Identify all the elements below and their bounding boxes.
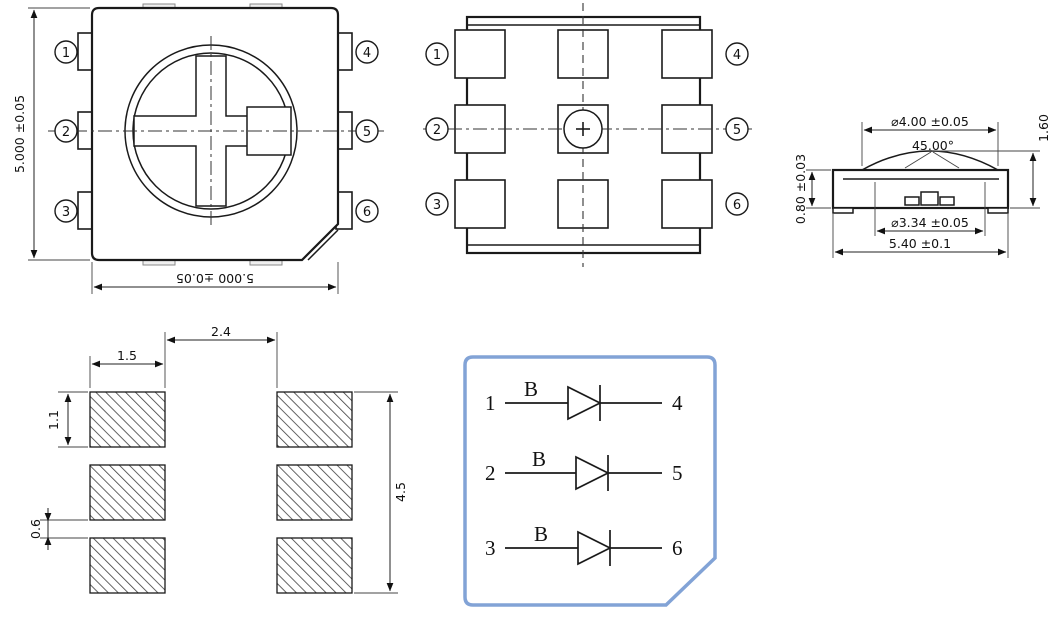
circuit-row-1: 1 B 4 [485,377,683,421]
bottom-pad [454,179,506,229]
dim-label-overall-height: 4.5 [393,482,408,502]
pin-marker-2: 2 [54,119,78,143]
dim-label-width: 5.000 ±0.05 [176,271,254,286]
pin-marker-1: 1 [425,42,449,66]
cathode-pin-label: 4 [672,391,683,415]
pin-marker-4: 4 [355,40,379,64]
cathode-pin-label: 5 [672,461,683,485]
pin-marker-3: 3 [54,199,78,223]
dimension-inner-diameter: ⌀3.34 ±0.05 [874,182,986,236]
lead-foot [832,207,854,214]
cathode-pin-label: 6 [672,536,683,560]
bottom-pad [661,29,713,79]
pin-number: 4 [363,46,371,61]
pin-marker-6: 6 [725,192,749,216]
dimension-lens-diameter: ⌀4.00 ±0.05 [861,114,999,166]
dim-label-lens-diameter: ⌀4.00 ±0.05 [891,114,969,129]
solder-pad [276,464,353,521]
dimension-center-gap: 2.4 [164,324,278,388]
bottom-pad [661,179,713,229]
solder-pad [276,391,353,448]
circuit-diagram-figure: 1 B 4 2 B 5 3 B 6 [463,355,717,607]
pin-marker-2: 2 [425,117,449,141]
dimension-package-width: 5.000 ±0.05 [91,262,339,294]
dimension-body-thickness: 0.80 ±0.03 [793,154,831,224]
dimension-pad-height: 1.1 [46,391,88,448]
solder-pad [276,537,353,594]
dimension-overall-height: 4.5 [354,391,408,594]
diode-symbol [577,530,612,566]
pin-marker-6: 6 [355,199,379,223]
pin-marker-4: 4 [725,42,749,66]
anode-pin-label: 3 [485,536,496,560]
pin-number: 5 [363,125,371,140]
pin-number: 3 [62,205,70,220]
dim-label-angle: 45.00° [912,138,954,153]
circuit-row-3: 3 B 6 [485,522,683,566]
chip-profile [939,196,955,206]
dim-label-total-height: 1.60 [1036,114,1051,142]
solder-pad-layout-figure: 2.4 1.5 1.1 0.6 4.5 [28,324,408,594]
bottom-view-figure: 1 2 3 4 5 6 [423,3,752,267]
chip-profile [920,191,939,206]
dim-label-body-thickness: 0.80 ±0.03 [793,154,808,224]
dim-label-row-gap: 0.6 [28,519,43,539]
pin-number: 1 [62,46,70,61]
diode-label: B [524,377,538,401]
diode-symbol [575,455,610,491]
dimension-body-width: 5.40 ±0.1 [832,214,1009,258]
pin-number: 2 [433,123,441,138]
solder-pad [89,391,166,448]
pin-marker-1: 1 [54,40,78,64]
pin-number: 5 [733,123,741,138]
dim-label-inner-diameter: ⌀3.34 ±0.05 [891,215,969,230]
solder-pad [89,537,166,594]
dim-label-pad-width: 1.5 [117,348,137,363]
anode-pin-label: 1 [485,391,496,415]
pin-number: 1 [433,48,441,63]
top-view-figure: 1 2 3 4 5 6 5.000 ±0.05 [12,3,384,294]
dimension-pad-width: 1.5 [89,348,164,388]
dim-label-height: 5.000 ±0.05 [12,95,27,173]
chip-profile [904,196,920,206]
pin-number: 4 [733,48,741,63]
pin-marker-5: 5 [355,119,379,143]
pin-number: 2 [62,125,70,140]
lens-dome-arc [861,150,999,171]
chamfer-line [307,229,339,261]
dimension-view-angle: 45.00° [904,138,960,169]
solder-pad [89,464,166,521]
pin-number: 6 [733,198,741,213]
dim-label-body-width: 5.40 ±0.1 [889,236,951,251]
dimension-row-gap: 0.6 [28,508,88,550]
pin-number: 6 [363,205,371,220]
circuit-row-2: 2 B 5 [485,447,683,491]
diode-label: B [532,447,546,471]
bottom-pad [454,29,506,79]
side-view-figure: ⌀4.00 ±0.05 45.00° 1.60 ⌀3.34 ±0.05 5.4 [793,114,1051,258]
dimension-package-height: 5.000 ±0.05 [12,7,90,261]
dimension-total-height: 1.60 [932,114,1051,209]
lead-foot [987,207,1009,214]
diode-symbol [567,385,602,421]
pin-number: 3 [433,198,441,213]
pin-marker-3: 3 [425,192,449,216]
pin-marker-5: 5 [725,117,749,141]
dim-label-pad-height: 1.1 [46,410,61,430]
dim-label-center-gap: 2.4 [211,324,231,339]
diode-label: B [534,522,548,546]
anode-pin-label: 2 [485,461,496,485]
